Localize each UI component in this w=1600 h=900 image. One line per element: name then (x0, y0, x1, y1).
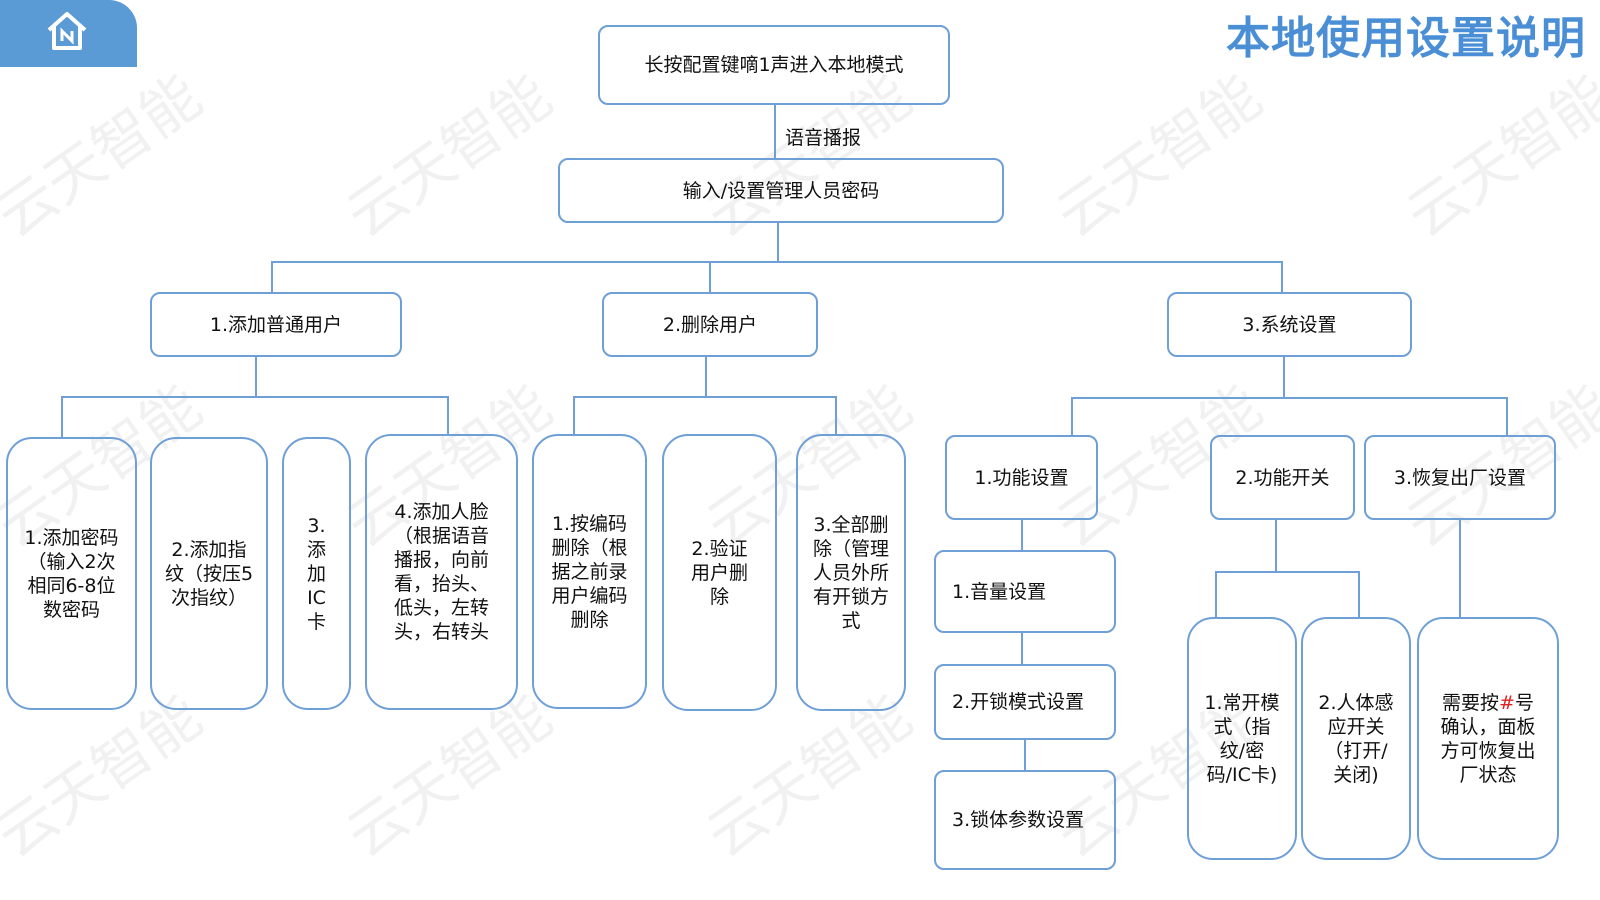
node-label: 3.添加IC卡 (306, 514, 326, 633)
node-label: 1.按编码删除（根据之前录用户编码删除 (551, 512, 628, 631)
add-ic-card-node: 3.添加IC卡 (282, 437, 351, 710)
verify-delete-node: 2.验证用户删除 (662, 434, 777, 711)
unlock-mode-settings-node: 2.开锁模式设置 (934, 664, 1116, 740)
system-settings-node: 3.系统设置 (1167, 292, 1412, 357)
hash-key: # (1499, 691, 1515, 714)
node-label: 需要按#号确认，面板方可恢复出厂状态 (1437, 691, 1539, 787)
home-button[interactable] (0, 0, 137, 67)
delete-by-code-node: 1.按编码删除（根据之前录用户编码删除 (532, 434, 647, 709)
root-label: 长按配置键嘀1声进入本地模式 (644, 54, 904, 76)
body-sensor-node: 2.人体感应开关（打开/关闭) (1301, 617, 1411, 860)
add-password-node: 1.添加密码（输入2次相同6-8位数密码 (6, 437, 137, 710)
node-label: 4.添加人脸（根据语音播报，向前看，抬头、低头，左转头，右转头 (393, 501, 489, 643)
home-icon (47, 12, 87, 50)
page-title: 本地使用设置说明 (1226, 13, 1586, 64)
root-node: 长按配置键嘀1声进入本地模式 (598, 25, 950, 105)
factory-reset-note-node: 需要按#号确认，面板方可恢复出厂状态 (1417, 617, 1559, 860)
delete-user-node: 2.删除用户 (602, 292, 818, 357)
edge-label: 语音播报 (785, 127, 862, 149)
node-label: 1.音量设置 (952, 580, 1047, 603)
delete-all-node: 3.全部删除（管理人员外所有开锁方式 (796, 434, 906, 711)
node-label: 1.添加密码（输入2次相同6-8位数密码 (24, 526, 119, 621)
note-text: 号确认，面板方可恢复出厂状态 (1440, 691, 1536, 786)
add-user-node: 1.添加普通用户 (150, 292, 402, 357)
volume-settings-node: 1.音量设置 (934, 550, 1116, 633)
node-label: 3.系统设置 (1242, 313, 1337, 336)
node-label: 2.添加指纹（按压5次指纹） (164, 538, 254, 609)
node-label: 3.恢复出厂设置 (1393, 466, 1527, 489)
node-label: 2.验证用户删除 (690, 537, 748, 608)
password-label: 输入/设置管理人员密码 (682, 179, 880, 202)
node-label: 2.功能开关 (1235, 466, 1330, 489)
node-label: 3.全部删除（管理人员外所有开锁方式 (812, 513, 889, 632)
add-fingerprint-node: 2.添加指纹（按压5次指纹） (150, 437, 268, 710)
add-face-node: 4.添加人脸（根据语音播报，向前看，抬头、低头，左转头，右转头 (365, 434, 518, 710)
node-label: 3.锁体参数设置 (952, 809, 1085, 831)
node-label: 2.人体感应开关（打开/关闭) (1318, 691, 1394, 786)
password-node: 输入/设置管理人员密码 (558, 158, 1004, 223)
node-label: 2.删除用户 (662, 313, 758, 336)
lock-parameters-node: 3.锁体参数设置 (934, 770, 1116, 870)
node-label: 1.添加普通用户 (209, 313, 343, 336)
node-label: 2.开锁模式设置 (952, 691, 1085, 713)
node-label: 1.常开模式（指纹/密码/IC卡) (1204, 691, 1280, 786)
note-text: 需要按 (1442, 691, 1500, 714)
node-label: 1.功能设置 (974, 466, 1069, 489)
normally-open-node: 1.常开模式（指纹/密码/IC卡) (1187, 617, 1297, 860)
function-switch-node: 2.功能开关 (1210, 435, 1355, 520)
function-settings-node: 1.功能设置 (945, 435, 1098, 520)
factory-reset-node: 3.恢复出厂设置 (1364, 435, 1556, 520)
